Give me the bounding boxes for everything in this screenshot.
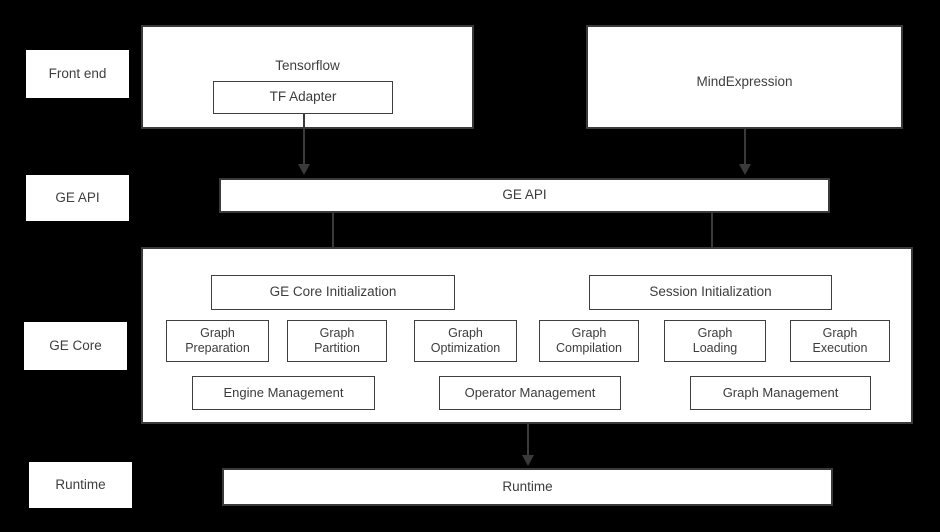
graph-compilation-label: Graph Compilation [556, 326, 622, 357]
graph-partition-box[interactable]: Graph Partition [287, 320, 387, 362]
runtime-bar-label: Runtime [502, 478, 553, 494]
tf-adapter-box[interactable]: TF Adapter [213, 81, 393, 114]
layer-label-ge-core: GE Core [24, 322, 127, 370]
ge-core-initialization-box[interactable]: GE Core Initialization [211, 275, 455, 310]
graph-compilation-box[interactable]: Graph Compilation [539, 320, 639, 362]
arrow-head-icon [298, 164, 310, 175]
layer-label-ge-core-text: GE Core [49, 337, 102, 353]
label-line-1: Graph [571, 325, 607, 340]
arrow-head-icon [739, 164, 751, 175]
connector-line [303, 114, 305, 164]
mindexpression-title: MindExpression [696, 74, 793, 89]
ge-api-bar-label: GE API [502, 187, 547, 203]
mindexpression-group: MindExpression [586, 25, 903, 129]
arrow-head-icon [522, 455, 534, 466]
connector-line [744, 129, 746, 164]
connector-line [711, 213, 713, 262]
graph-partition-label: Graph Partition [314, 326, 360, 357]
layer-label-ge-api: GE API [26, 175, 129, 221]
graph-management-box[interactable]: Graph Management [690, 376, 871, 410]
layer-label-front-end-text: Front end [48, 65, 107, 81]
graph-execution-label: Graph Execution [813, 326, 868, 357]
graph-preparation-label: Graph Preparation [185, 326, 250, 357]
ge-api-bar[interactable]: GE API [219, 178, 830, 213]
session-initialization-label: Session Initialization [649, 284, 772, 300]
connector-line [332, 213, 334, 262]
runtime-bar[interactable]: Runtime [222, 468, 833, 506]
label-line-2: Optimization [430, 341, 501, 355]
graph-optimization-label: Graph Optimization [431, 326, 500, 357]
session-initialization-box[interactable]: Session Initialization [589, 275, 832, 310]
label-line-1: Graph [319, 325, 355, 340]
label-line-1: Graph [822, 325, 858, 340]
layer-label-runtime-text: Runtime [55, 476, 106, 492]
label-line-1: Graph [697, 325, 733, 340]
engine-management-box[interactable]: Engine Management [192, 376, 375, 410]
label-line-2: Partition [314, 341, 360, 355]
label-line-2: Compilation [555, 341, 622, 355]
operator-management-box[interactable]: Operator Management [439, 376, 621, 410]
ge-core-initialization-label: GE Core Initialization [269, 284, 397, 300]
graph-execution-box[interactable]: Graph Execution [790, 320, 890, 362]
graph-loading-box[interactable]: Graph Loading [664, 320, 766, 362]
graph-optimization-box[interactable]: Graph Optimization [414, 320, 517, 362]
label-line-2: Execution [812, 341, 868, 355]
layer-label-runtime: Runtime [29, 462, 132, 508]
graph-preparation-box[interactable]: Graph Preparation [166, 320, 269, 362]
tf-adapter-label: TF Adapter [269, 89, 337, 105]
graph-management-label: Graph Management [722, 385, 839, 401]
label-line-1: Graph [200, 325, 235, 340]
engine-management-label: Engine Management [223, 385, 344, 401]
label-line-2: Preparation [185, 341, 250, 355]
operator-management-label: Operator Management [464, 385, 596, 401]
label-line-1: Graph [448, 325, 483, 340]
layer-label-front-end: Front end [26, 50, 129, 98]
layer-label-ge-api-text: GE API [55, 189, 100, 205]
tensorflow-title: Tensorflow [275, 58, 340, 73]
connector-line [527, 424, 529, 455]
label-line-2: Loading [692, 341, 738, 355]
graph-loading-label: Graph Loading [693, 326, 738, 357]
